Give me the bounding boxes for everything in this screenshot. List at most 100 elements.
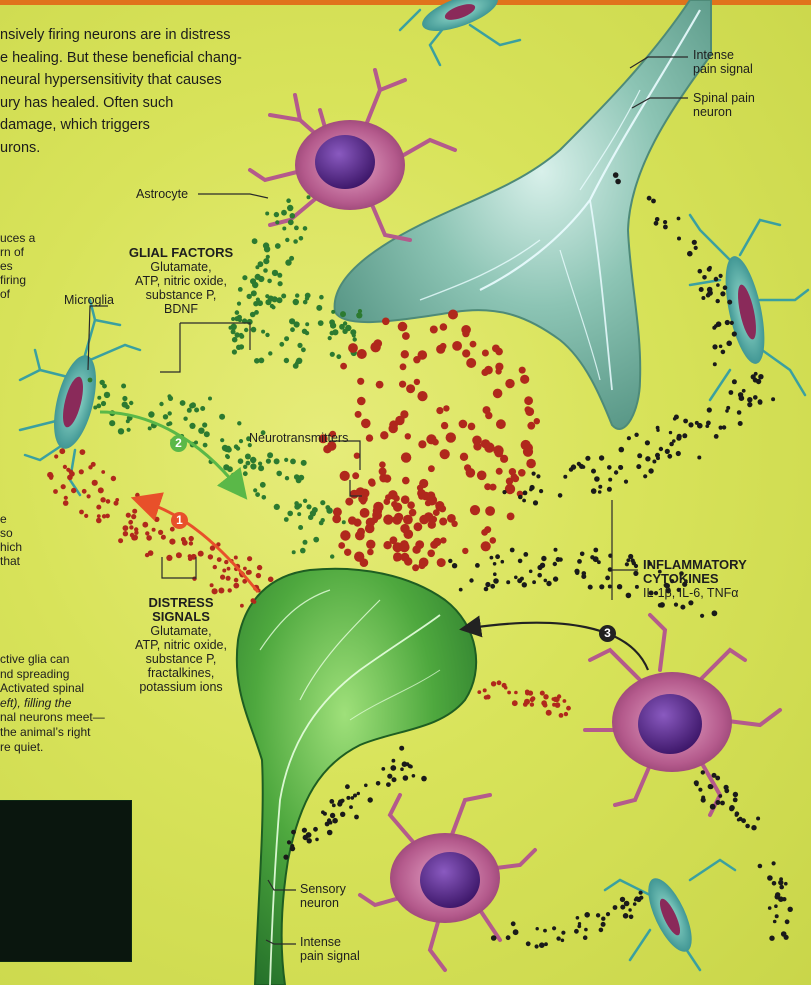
cytokine-dot: [526, 941, 531, 946]
cytokine-dot: [624, 901, 630, 907]
cytokine-dot: [583, 935, 588, 940]
glial-factor-dot: [285, 238, 289, 242]
cytokine-dot: [354, 815, 359, 820]
neurotransmitter-dot: [482, 350, 489, 357]
glial-factor-dot: [274, 504, 280, 510]
fragment-line: rn of: [0, 245, 35, 259]
distress-signal-dot: [106, 499, 111, 504]
cytokine-dot: [315, 838, 319, 842]
distress-signal-dot: [530, 697, 535, 702]
glial-factor-dot: [235, 332, 240, 337]
glial-factor-dot: [272, 270, 278, 276]
glial-factor-dot: [255, 492, 260, 497]
cytokine-dot: [758, 374, 763, 379]
label-line: neuron: [300, 896, 346, 910]
glial-factor-dot: [88, 378, 93, 383]
glial-factor-dot: [267, 452, 273, 458]
neurotransmitter-dot: [380, 431, 388, 439]
cytokine-dot: [491, 935, 497, 941]
distress-signal-dot: [507, 691, 511, 695]
glial-factor-dot: [148, 426, 152, 430]
distress-signal-dot: [497, 680, 502, 685]
glial-factor-dot: [290, 327, 295, 332]
cytokine-dot: [745, 824, 750, 829]
glial-factor-dot: [198, 428, 204, 434]
glial-factor-dot: [118, 428, 124, 434]
cytokine-dot: [539, 942, 545, 948]
glial-factor-dot: [104, 392, 110, 398]
cytokine-dot: [635, 585, 639, 589]
cytokine-dot: [598, 485, 602, 489]
neurotransmitter-dot: [439, 518, 447, 526]
neurotransmitter-dot: [393, 503, 402, 512]
distress-signal-dot: [559, 713, 564, 718]
neurotransmitter-dot: [333, 507, 342, 516]
neurotransmitter-dot: [352, 472, 359, 479]
neurotransmitter-dot: [481, 369, 488, 376]
cytokine-dot: [493, 562, 497, 566]
cytokine-dot: [700, 614, 704, 618]
glial-factor-dot: [148, 411, 154, 417]
glial-factor-dot: [250, 463, 256, 469]
cytokine-dot: [719, 426, 723, 430]
neurotransmitter-dot: [534, 418, 540, 424]
distress-signal-dot: [152, 528, 156, 532]
neurotransmitter-dot: [366, 434, 373, 441]
fragment-line: firing: [0, 273, 35, 287]
neurotransmitter-dot: [398, 322, 408, 332]
neurotransmitter-dot: [464, 464, 471, 471]
glial-factor-dot: [239, 491, 244, 496]
distress-signal-dot: [491, 681, 496, 686]
distress-signal-dot: [97, 514, 101, 518]
cytokine-dot: [615, 179, 621, 185]
neurotransmitter-dot: [382, 318, 390, 326]
intro-paragraph: nsively firing neurons are in distress e…: [0, 24, 242, 159]
neurotransmitter-dot: [395, 416, 404, 425]
cytokine-dot: [669, 431, 672, 434]
cytokine-dot: [723, 285, 728, 290]
cytokine-dot: [710, 804, 716, 810]
neurotransmitter-dot: [470, 505, 480, 515]
label-line: fractalkines,: [116, 666, 246, 680]
glial-factor-dot: [290, 459, 296, 465]
neurotransmitter-dot: [419, 479, 428, 488]
cytokine-dot: [716, 299, 720, 303]
glial-factor-dot: [227, 466, 233, 472]
glial-factor-dot: [129, 401, 133, 405]
cytokine-dot: [544, 942, 548, 946]
cytokine-dot: [659, 447, 663, 451]
cytokine-dot: [591, 469, 596, 474]
distress-signal-dot: [92, 480, 98, 486]
caption-line: Activated spinal: [0, 681, 105, 696]
neurotransmitter-dot: [419, 558, 429, 568]
distress-signal-dot: [154, 517, 159, 522]
distress-signal-dot: [543, 703, 548, 708]
glial-factor-dot: [265, 212, 269, 216]
distress-signal-dot: [123, 531, 128, 536]
distress-signal-dot: [212, 588, 218, 594]
cytokine-dot: [532, 472, 536, 476]
cytokine-dot: [753, 395, 758, 400]
cytokine-dot: [647, 196, 652, 201]
cytokine-dot: [788, 907, 793, 912]
cytokine-dot: [517, 578, 522, 583]
distress-signal-dot: [566, 706, 571, 711]
neurotransmitter-dot: [424, 512, 434, 522]
neurotransmitter-dot: [440, 449, 450, 459]
cytokine-dot: [729, 390, 734, 395]
distress-signal-dot: [181, 537, 186, 542]
distress-signal-dot: [189, 541, 193, 545]
cytokine-dot: [544, 579, 548, 583]
cytokine-dot: [593, 548, 598, 553]
glial-factor-dot: [266, 255, 270, 259]
cytokine-dot: [785, 919, 790, 924]
glial-factor-dot: [319, 295, 324, 300]
cytokine-dot: [782, 897, 786, 901]
distress-signal-dot: [218, 588, 224, 594]
glial-factor-dot: [245, 454, 251, 460]
cytokine-dot: [537, 565, 542, 570]
glial-factor-dot: [342, 520, 346, 524]
distress-signal-dot: [208, 554, 213, 559]
neurotransmitter-dot: [357, 528, 365, 536]
neurotransmitter-dot: [417, 391, 427, 401]
